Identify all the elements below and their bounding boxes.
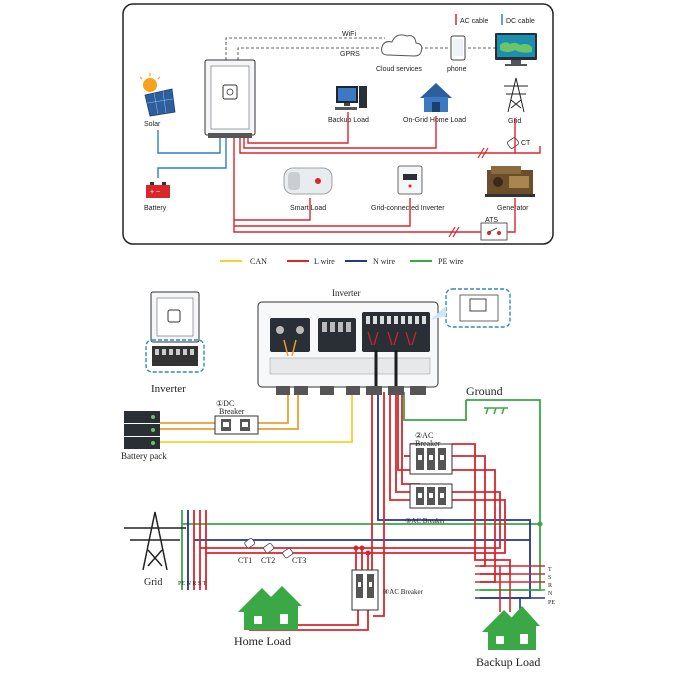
wifi-label: WiFi: [342, 31, 356, 38]
solar-label: Solar: [144, 121, 161, 128]
battery-icon: + −: [146, 182, 170, 198]
ats-label: ATS: [485, 217, 498, 224]
monitor-icon: [495, 33, 537, 66]
ct-clamps: [244, 538, 294, 559]
ct3-label: CT3: [292, 556, 306, 565]
can-wire-legend: CAN: [250, 257, 267, 266]
battery-pack-label: Battery pack: [121, 451, 167, 461]
battery-dc-wires: [160, 395, 299, 430]
ground-label: Ground: [466, 384, 503, 398]
pe-wire-legend: PE wire: [438, 257, 464, 266]
ac-cables: [233, 112, 541, 233]
ats-switch-icon: [480, 222, 508, 241]
cable-break-marks: [448, 147, 489, 238]
wire-legend: CAN L wire N wire PE wire: [220, 257, 464, 266]
ct-label-top: CT: [521, 140, 531, 147]
ct3-icon: [282, 548, 294, 559]
ground-symbol-icon: [484, 407, 508, 415]
dc-breaker-1: [214, 415, 259, 435]
grid-terminal-labels: PE N R S T: [178, 581, 207, 587]
generator-icon: [485, 166, 535, 197]
communication-port-callout: [430, 288, 511, 328]
backup-terminal-r: R: [548, 583, 552, 589]
system-overview-panel: AC cable DC cable WiFi GPRS Cloud servic…: [122, 3, 554, 245]
wiring-detail: Inverter Inverter: [121, 288, 555, 669]
cable-legend: AC cable DC cable: [455, 14, 535, 25]
ct1-icon: [244, 538, 256, 549]
solar-panel-icon: [139, 73, 176, 117]
smart-load-label: Smart Load: [290, 205, 326, 212]
pe-junction-dot: [537, 521, 543, 527]
home-load-icon: [238, 586, 302, 630]
dc-cable-legend: DC cable: [506, 18, 535, 25]
battery-label: Battery: [144, 205, 167, 212]
ac-breaker-3: [409, 483, 453, 509]
cloud-services-label: Cloud services: [376, 66, 422, 73]
phone-icon: [450, 35, 466, 61]
ac-breaker-2-label-line1: ②AC: [415, 431, 433, 440]
backup-load-computer-icon: [335, 86, 367, 110]
grid-connected-inverter-label: Grid-connected Inverter: [371, 205, 445, 212]
ac-breaker-4-label: ④AC Breaker: [383, 588, 424, 596]
hybrid-inverter-icon: [204, 59, 256, 138]
gprs-label: GPRS: [340, 51, 360, 58]
l-wire-legend: L wire: [314, 257, 335, 266]
home-load-label: Home Load: [234, 634, 291, 648]
backup-terminal-t: T: [548, 567, 552, 573]
backup-load-icon: [482, 606, 540, 650]
ct1-label: CT1: [238, 556, 252, 565]
backup-terminal-s: S: [548, 575, 551, 581]
on-grid-home-icon: [420, 83, 452, 112]
on-grid-home-load-label: On-Grid Home Load: [403, 117, 466, 124]
inverter-terminal-board: Inverter: [257, 288, 439, 395]
generator-label: Generator: [497, 205, 529, 212]
ct2-label: CT2: [261, 556, 275, 565]
smart-load-water-heater-icon: [283, 167, 333, 195]
dc-breaker-label-line1: ①DC: [216, 399, 234, 408]
dc-cables: [157, 130, 227, 178]
backup-load-label-bottom: Backup Load: [476, 655, 540, 669]
communication-lines: [225, 37, 495, 60]
ct2-icon: [263, 543, 275, 554]
ac-breaker-2-label-line2: Breaker: [415, 439, 441, 448]
backup-terminal-pe: PE: [548, 600, 555, 606]
junction-dots: [353, 545, 371, 556]
battery-pack-icon: [124, 411, 160, 449]
ac-breaker-4: [351, 569, 379, 611]
dc-breaker-label-line2: Breaker: [219, 407, 245, 416]
grid-tower-icon-top: [504, 77, 528, 113]
ac-breaker-2: [409, 443, 453, 475]
ac-breaker-3-label: ③AC Breaker: [405, 517, 446, 525]
can-wire: [132, 392, 353, 443]
inverter-small-icon: [145, 291, 205, 373]
grid-tower-icon-bottom: [124, 511, 186, 571]
backup-terminal-n: N: [548, 591, 553, 597]
inverter-small-label: Inverter: [151, 383, 186, 395]
inverter-title: Inverter: [332, 288, 360, 298]
grid-label-bottom: Grid: [144, 577, 162, 588]
n-wire-legend: N wire: [373, 257, 395, 266]
ac-cable-legend: AC cable: [460, 18, 489, 25]
cloud-icon: [381, 34, 423, 57]
svg-text:+ −: + −: [150, 189, 160, 196]
grid-connected-inverter-icon: [397, 165, 423, 195]
phone-label: phone: [447, 66, 467, 73]
